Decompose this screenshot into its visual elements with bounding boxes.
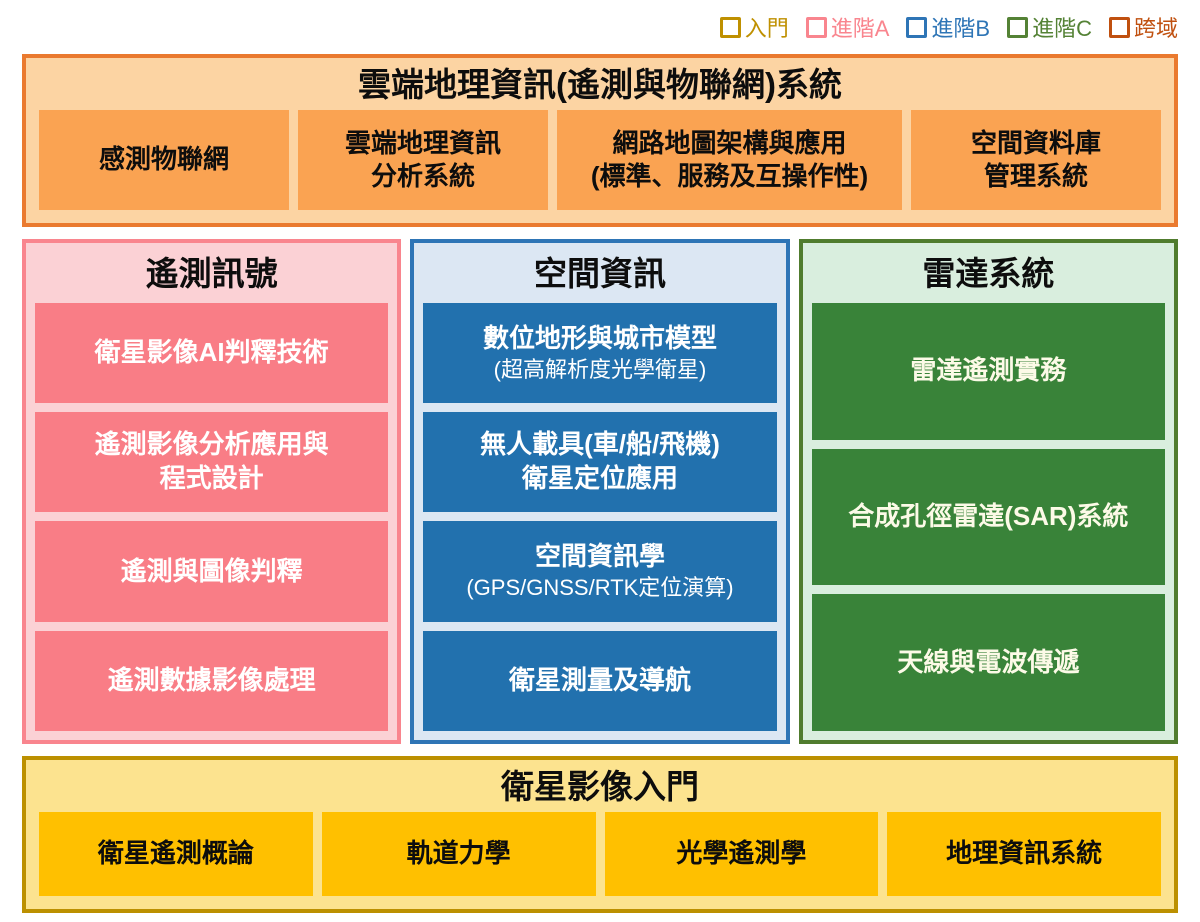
course-satellite-ai-interpretation: 衛星影像AI判釋技術 — [35, 302, 389, 404]
section-cloud-gis: 雲端地理資訊(遙測與物聯網)系統 感測物聯網 雲端地理資訊 分析系統 網路地圖架… — [22, 54, 1178, 227]
advanced-columns: 遙測訊號 衛星影像AI判釋技術 遙測影像分析應用與 程式設計 遙測與圖像判釋 遙… — [22, 238, 1178, 744]
course-line: 空間資料庫 — [970, 127, 1101, 158]
legend-item-advanced-c: 進階C — [1007, 11, 1092, 43]
column-remote-sensing-signal: 遙測訊號 衛星影像AI判釋技術 遙測影像分析應用與 程式設計 遙測與圖像判釋 遙… — [22, 238, 402, 744]
course-line: 合成孔徑雷達(SAR)系統 — [848, 501, 1129, 531]
course-sensing-iot: 感測物聯網 — [39, 109, 289, 210]
legend-swatch-advanced-b-icon — [906, 16, 928, 38]
legend-item-intro: 入門 — [719, 11, 789, 43]
course-geographic-information-systems: 地理資訊系統 — [887, 811, 1161, 896]
legend-label-advanced-c: 進階C — [1032, 16, 1092, 41]
course-geomatics-gnss: 空間資訊學 (GPS/GNSS/RTK定位演算) — [423, 521, 777, 622]
course-rs-data-image-processing: 遙測數據影像處理 — [35, 630, 389, 731]
course-rs-image-analysis-programming: 遙測影像分析應用與 程式設計 — [35, 412, 389, 513]
cloud-gis-course-row: 感測物聯網 雲端地理資訊 分析系統 網路地圖架構與應用 (標準、服務及互操作性)… — [26, 109, 1174, 223]
section-cloud-gis-title: 雲端地理資訊(遙測與物聯網)系統 — [358, 66, 842, 103]
course-line: 光學遙測學 — [676, 838, 807, 869]
course-sar-systems: 合成孔徑雷達(SAR)系統 — [811, 448, 1165, 586]
legend-label-intro: 入門 — [744, 16, 789, 41]
legend-swatch-advanced-c-icon — [1007, 16, 1029, 38]
column-radar-systems: 雷達系統 雷達遙測實務 合成孔徑雷達(SAR)系統 天線與電波傳遞 — [798, 238, 1178, 744]
course-line: 天線與電波傳遞 — [897, 646, 1080, 677]
course-satellite-surveying-navigation: 衛星測量及導航 — [423, 630, 777, 731]
column-remote-sensing-signal-title: 遙測訊號 — [145, 254, 278, 292]
course-line: 衛星定位應用 — [521, 463, 678, 494]
column-spatial-information: 空間資訊 數位地形與城市模型 (超高解析度光學衛星) 無人載具(車/船/飛機) … — [410, 238, 790, 744]
section-satellite-imagery-intro: 衛星影像入門 衛星遙測概論 軌道力學 光學遙測學 地理資訊系統 — [22, 755, 1178, 913]
course-line: 遙測數據影像處理 — [107, 664, 316, 695]
course-line: 遙測影像分析應用與 — [94, 429, 329, 460]
course-line: 無人載具(車/船/飛機) — [480, 429, 720, 460]
course-line: 衛星影像AI判釋技術 — [94, 337, 329, 368]
column-spatial-information-items: 數位地形與城市模型 (超高解析度光學衛星) 無人載具(車/船/飛機) 衛星定位應… — [423, 302, 777, 731]
course-web-map-architecture: 網路地圖架構與應用 (標準、服務及互操作性) — [557, 109, 902, 210]
legend-swatch-intro-icon — [719, 16, 741, 38]
course-line: 分析系統 — [370, 160, 475, 191]
course-line: 衛星測量及導航 — [508, 664, 691, 695]
course-line: 網路地圖架構與應用 — [612, 127, 847, 158]
course-line: 遙測與圖像判釋 — [120, 555, 303, 586]
section-satellite-imagery-intro-title: 衛星影像入門 — [501, 767, 699, 805]
legend-item-advanced-b: 進階B — [906, 11, 990, 43]
course-radar-rs-practice: 雷達遙測實務 — [811, 302, 1165, 440]
legend: 入門 進階A 進階B 進階C 跨域 — [22, 12, 1178, 42]
legend-item-cross-domain: 跨域 — [1108, 11, 1178, 43]
legend-swatch-cross-domain-icon — [1108, 16, 1130, 38]
column-radar-systems-title: 雷達系統 — [922, 254, 1055, 292]
course-subline: (GPS/GNSS/RTK定位演算) — [466, 575, 734, 601]
course-line: 軌道力學 — [406, 838, 511, 869]
column-remote-sensing-signal-items: 衛星影像AI判釋技術 遙測影像分析應用與 程式設計 遙測與圖像判釋 遙測數據影像… — [35, 302, 389, 731]
course-line: 雷達遙測實務 — [910, 355, 1067, 386]
course-line: 雲端地理資訊 — [344, 127, 501, 158]
course-orbital-mechanics: 軌道力學 — [321, 811, 596, 896]
legend-label-cross-domain: 跨域 — [1133, 16, 1178, 41]
course-unmanned-vehicle-positioning: 無人載具(車/船/飛機) 衛星定位應用 — [423, 412, 777, 513]
course-line: 管理系統 — [983, 160, 1088, 191]
course-line: 感測物聯網 — [98, 144, 229, 175]
legend-label-advanced-b: 進階B — [931, 16, 991, 41]
column-radar-systems-items: 雷達遙測實務 合成孔徑雷達(SAR)系統 天線與電波傳遞 — [811, 302, 1165, 731]
legend-label-advanced-a: 進階A — [830, 16, 890, 41]
course-line: 衛星遙測概論 — [97, 838, 254, 869]
course-line: 數位地形與城市模型 — [482, 322, 717, 353]
legend-swatch-advanced-a-icon — [805, 16, 827, 38]
course-line: (標準、服務及互操作性) — [590, 160, 869, 191]
legend-item-advanced-a: 進階A — [805, 11, 890, 43]
course-subline: (超高解析度光學衛星) — [493, 356, 707, 382]
course-digital-terrain-city-models: 數位地形與城市模型 (超高解析度光學衛星) — [423, 302, 777, 404]
course-line: 程式設計 — [159, 463, 264, 494]
course-antennas-wave-propagation: 天線與電波傳遞 — [811, 594, 1165, 731]
course-cloud-gis-analysis: 雲端地理資訊 分析系統 — [298, 109, 548, 210]
column-spatial-information-title: 空間資訊 — [533, 254, 666, 292]
course-line: 地理資訊系統 — [946, 838, 1103, 869]
course-satellite-rs-overview: 衛星遙測概論 — [39, 811, 313, 896]
course-spatial-database: 空間資料庫 管理系統 — [911, 109, 1161, 210]
course-optical-remote-sensing: 光學遙測學 — [604, 811, 879, 896]
course-line: 空間資訊學 — [534, 541, 665, 572]
course-rs-and-image-interpretation: 遙測與圖像判釋 — [35, 521, 389, 622]
intro-course-row: 衛星遙測概論 軌道力學 光學遙測學 地理資訊系統 — [26, 811, 1174, 909]
